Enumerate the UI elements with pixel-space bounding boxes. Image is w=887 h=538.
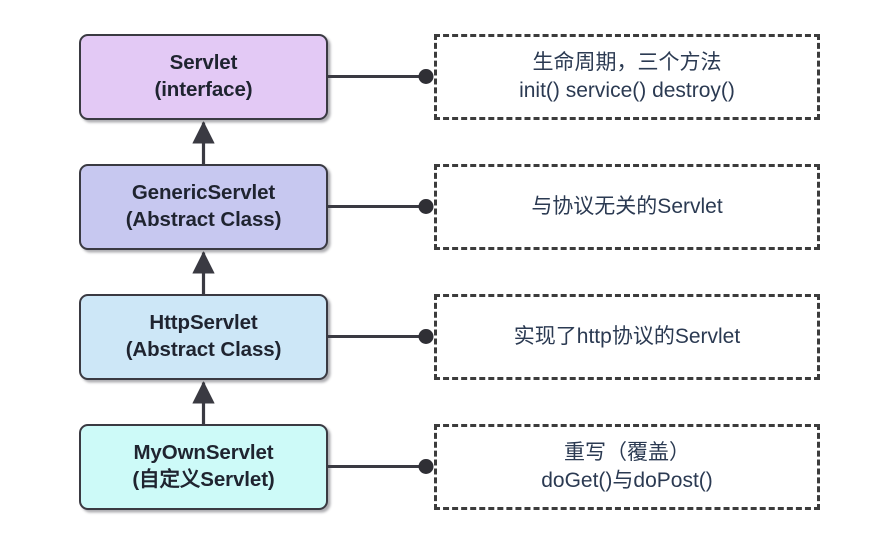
class-box-kind: (Abstract Class): [125, 208, 282, 231]
note-leader-servlet: [328, 69, 434, 84]
note-line-1: 生命周期，三个方法: [532, 50, 722, 74]
class-box-http-servlet[interactable]: HttpServlet (Abstract Class): [79, 294, 328, 380]
note-line-1: 重写（覆盖）: [564, 440, 690, 464]
note-box-myown-servlet: 重写（覆盖） doGet()与doPost(): [434, 424, 820, 510]
note-line-1: 与协议无关的Servlet: [531, 194, 723, 218]
class-box-myown-servlet[interactable]: MyOwnServlet (自定义Servlet): [79, 424, 328, 510]
class-box-servlet[interactable]: Servlet (interface): [79, 34, 328, 120]
note-leader-myown-servlet: [328, 459, 434, 474]
note-line-2: init() service() destroy(): [519, 79, 735, 102]
class-box-name: MyOwnServlet: [133, 441, 274, 465]
class-box-name: HttpServlet: [149, 311, 258, 335]
note-line-2: doGet()与doPost(): [541, 469, 713, 492]
class-box-generic-servlet[interactable]: GenericServlet (Abstract Class): [79, 164, 328, 250]
note-box-generic-servlet: 与协议无关的Servlet: [434, 164, 820, 250]
class-box-kind: (Abstract Class): [125, 338, 282, 361]
class-box-kind: (自定义Servlet): [132, 468, 275, 491]
note-box-http-servlet: 实现了http协议的Servlet: [434, 294, 820, 380]
note-line-1: 实现了http协议的Servlet: [513, 324, 741, 348]
note-leader-generic-servlet: [328, 199, 434, 214]
class-box-kind: (interface): [154, 78, 253, 101]
note-leader-http-servlet: [328, 329, 434, 344]
note-box-servlet: 生命周期，三个方法 init() service() destroy(): [434, 34, 820, 120]
class-box-name: Servlet: [169, 51, 238, 75]
class-box-name: GenericServlet: [131, 181, 276, 205]
